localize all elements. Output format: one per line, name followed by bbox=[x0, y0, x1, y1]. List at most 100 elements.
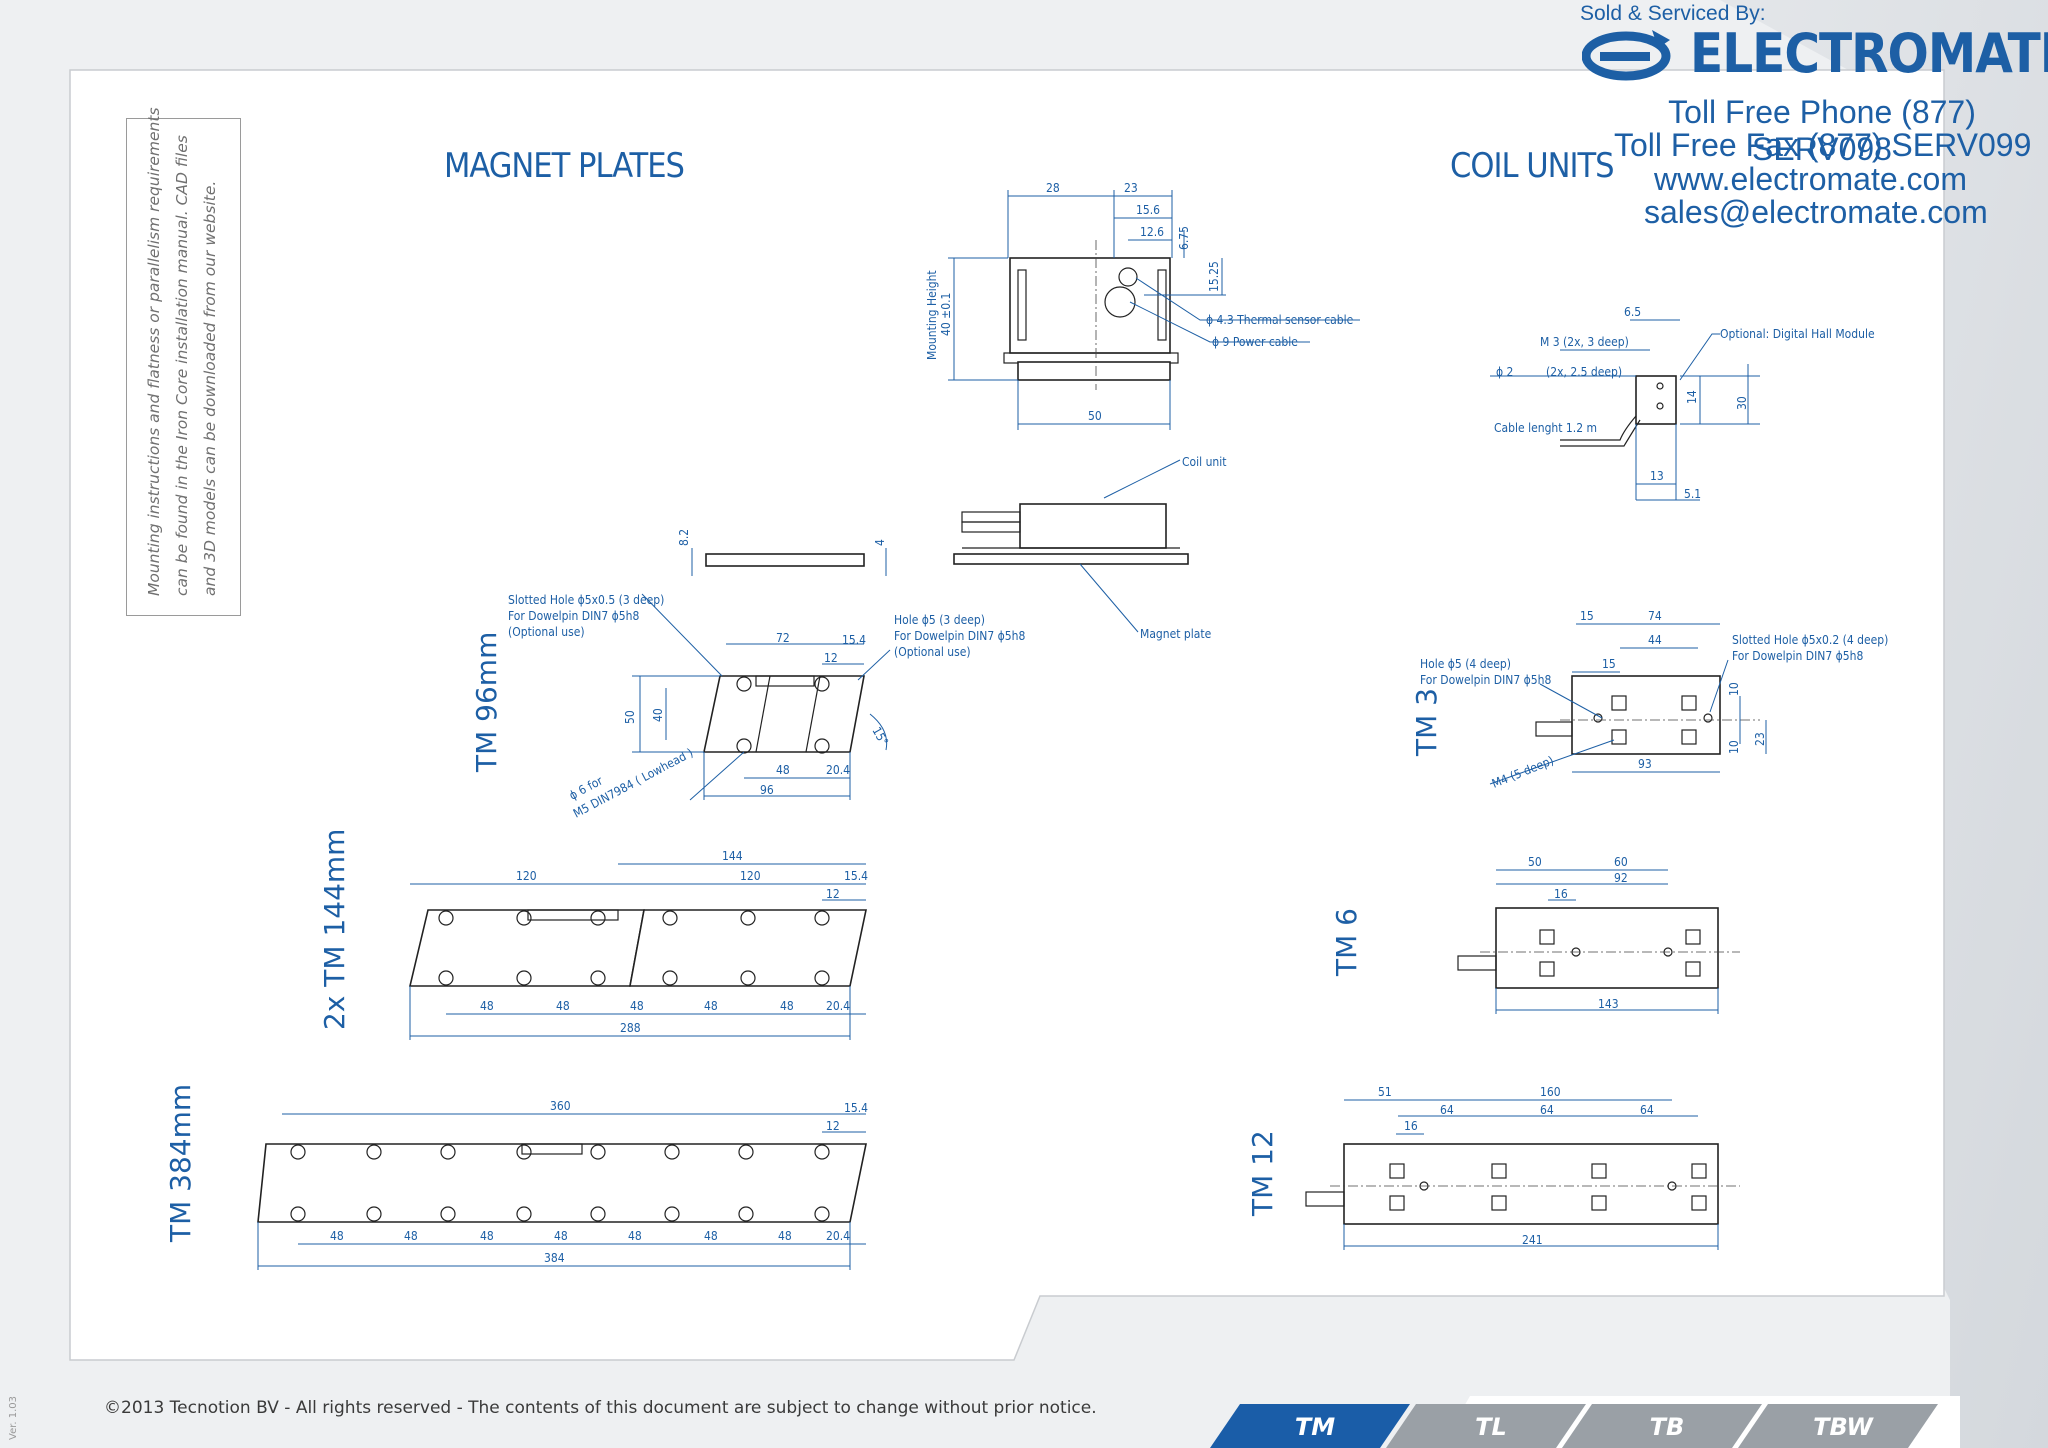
dim-50: 50 bbox=[1088, 409, 1102, 423]
phi2-depth-label: (2x, 2.5 deep) bbox=[1546, 365, 1622, 379]
tm3-hole-label: Hole ϕ5 (4 deep) bbox=[1420, 657, 1511, 671]
website-link[interactable]: www.electromate.com bbox=[1654, 161, 1967, 197]
tm384-dim-360: 360 bbox=[550, 1099, 571, 1113]
tm144-dim-48-3: 48 bbox=[704, 999, 718, 1013]
tm144-dim-120b: 120 bbox=[740, 869, 761, 883]
tm96-dim-96: 96 bbox=[760, 783, 774, 797]
tm96-hole-label: Hole ϕ5 (3 deep) bbox=[894, 613, 985, 627]
tm144-dim-48-1: 48 bbox=[556, 999, 570, 1013]
coil-unit-label: Coil unit bbox=[1182, 455, 1227, 469]
power-cable-label: ϕ 9 Power cable bbox=[1212, 335, 1298, 349]
tm6-dim-50: 50 bbox=[1528, 855, 1542, 869]
tm3-dim-10a: 10 bbox=[1727, 682, 1741, 696]
mounting-height-value: 40 ±0.1 bbox=[939, 293, 953, 336]
tm96-dowel2-label: For Dowelpin DIN7 ϕ5h8 bbox=[894, 629, 1025, 643]
tm384-dim-48-2: 48 bbox=[480, 1229, 494, 1243]
tm384-dim-20-4: 20.4 bbox=[826, 1229, 850, 1243]
dim-12-6: 12.6 bbox=[1140, 225, 1164, 239]
dim-15-6: 15.6 bbox=[1136, 203, 1160, 217]
tm384-dim-384: 384 bbox=[544, 1251, 565, 1265]
magnet-plates-title: MAGNET PLATES bbox=[444, 146, 685, 186]
tab-tm[interactable]: TM bbox=[1294, 1412, 1336, 1441]
coil-units-title: COIL UNITS bbox=[1450, 146, 1615, 186]
dim-15-25: 15.25 bbox=[1207, 261, 1221, 292]
electromate-logo-icon bbox=[1581, 26, 1672, 82]
dim-5-1: 5.1 bbox=[1684, 487, 1701, 501]
tm3-drawing: 15 74 44 15 Hole ϕ5 (4 deep) For Dowelpi… bbox=[1420, 609, 1888, 791]
tm384-dim-48-5: 48 bbox=[704, 1229, 718, 1243]
mounting-height-label: Mounting Height bbox=[925, 270, 939, 360]
tm3-dowel2-label: For Dowelpin DIN7 ϕ5h8 bbox=[1732, 649, 1863, 663]
tm3-dim-44: 44 bbox=[1648, 633, 1662, 647]
tm144-dim-15-4: 15.4 bbox=[844, 869, 868, 883]
tm384-dim-48-3: 48 bbox=[554, 1229, 568, 1243]
dim-6-75: 6.75 bbox=[1177, 226, 1191, 250]
dim-14: 14 bbox=[1685, 390, 1699, 404]
tm144-dim-20-4: 20.4 bbox=[826, 999, 850, 1013]
tm12-dim-51: 51 bbox=[1378, 1085, 1392, 1099]
tm384-dim-48-1: 48 bbox=[404, 1229, 418, 1243]
tm384-dim-48-4: 48 bbox=[628, 1229, 642, 1243]
tm3-dim-74: 74 bbox=[1648, 609, 1662, 623]
version-label: Ver. 1.03 bbox=[8, 1395, 19, 1440]
magnet-plate-label: Magnet plate bbox=[1140, 627, 1212, 641]
tm6-dim-92: 92 bbox=[1614, 871, 1628, 885]
tm384-drawing: 360 15.4 12 48 48 48 48 48 48 48 20.4 38… bbox=[257, 1099, 868, 1270]
cross-section-drawing: 28 23 15.6 12.6 6.75 15.25 Mounting Heig… bbox=[925, 181, 1360, 430]
tm96-dim-72: 72 bbox=[776, 631, 790, 645]
tm3-m4-label: M4 (5 deep) bbox=[1490, 753, 1556, 790]
tm96-dim-15-4: 15.4 bbox=[842, 633, 866, 647]
tm6-dim-143: 143 bbox=[1598, 997, 1619, 1011]
dim-28: 28 bbox=[1046, 181, 1060, 195]
footer-copyright: ©2013 Tecnotion BV - All rights reserved… bbox=[104, 1398, 1097, 1418]
tm144-dim-48-2: 48 bbox=[630, 999, 644, 1013]
tm3-dim-93: 93 bbox=[1638, 757, 1652, 771]
tm96-dim-50: 50 bbox=[623, 710, 637, 724]
dim-4: 4 bbox=[873, 539, 887, 546]
tm96-slotted-label: Slotted Hole ϕ5x0.5 (3 deep) bbox=[508, 593, 664, 607]
tm12-dim-64c: 64 bbox=[1640, 1103, 1654, 1117]
tab-tl[interactable]: TL bbox=[1475, 1412, 1507, 1441]
tab-tbw[interactable]: TBW bbox=[1813, 1412, 1873, 1441]
electromate-brand: ELECTROMATE bbox=[1690, 22, 2048, 85]
tm12-dim-160: 160 bbox=[1540, 1085, 1561, 1099]
sold-by-label: Sold & Serviced By: bbox=[1580, 2, 1766, 25]
tm96-dim-12: 12 bbox=[824, 651, 838, 665]
sales-email-link[interactable]: sales@electromate.com bbox=[1644, 194, 1988, 230]
tm96-drawing: Slotted Hole ϕ5x0.5 (3 deep) For Dowelpi… bbox=[508, 593, 1025, 821]
tm384-dim-48-0: 48 bbox=[330, 1229, 344, 1243]
toll-free-phone: Toll Free Phone (877) SERV098 bbox=[1668, 94, 1976, 167]
tm3-dim-15b: 15 bbox=[1602, 657, 1616, 671]
tm3-dim-10b: 10 bbox=[1727, 740, 1741, 754]
dim-8-2: 8.2 bbox=[677, 529, 691, 546]
tm144-dim-48-4: 48 bbox=[780, 999, 794, 1013]
tm96-angle: 15° bbox=[869, 725, 891, 749]
tm144-dim-48-0: 48 bbox=[480, 999, 494, 1013]
note-box: Mounting instructions and flatness or pa… bbox=[126, 107, 241, 616]
tm384-dim-48-6: 48 bbox=[778, 1229, 792, 1243]
tm96-dim-40: 40 bbox=[651, 708, 665, 722]
tm3-dim-23: 23 bbox=[1753, 732, 1767, 746]
tm144-dim-288: 288 bbox=[620, 1021, 641, 1035]
dim-13: 13 bbox=[1650, 469, 1664, 483]
dim-30: 30 bbox=[1735, 396, 1749, 410]
tab-tb[interactable]: TB bbox=[1649, 1412, 1685, 1441]
toll-free-fax: Toll Free Fax (877) SERV099 bbox=[1614, 127, 2032, 163]
tm3-dim-15a: 15 bbox=[1580, 609, 1594, 623]
tm144-dim-12: 12 bbox=[826, 887, 840, 901]
tm96-dim-48: 48 bbox=[776, 763, 790, 777]
tm12-dim-64a: 64 bbox=[1440, 1103, 1454, 1117]
tm96-dowel-label: For Dowelpin DIN7 ϕ5h8 bbox=[508, 609, 639, 623]
tm3-slotted-label: Slotted Hole ϕ5x0.2 (4 deep) bbox=[1732, 633, 1888, 647]
tm6-dim-16: 16 bbox=[1554, 887, 1568, 901]
tm3-dowel-label: For Dowelpin DIN7 ϕ5h8 bbox=[1420, 673, 1551, 687]
tm144-dim-120a: 120 bbox=[516, 869, 537, 883]
tm384-dim-15-4: 15.4 bbox=[844, 1101, 868, 1115]
tab-bar-shapes bbox=[1210, 1404, 1938, 1448]
m3-label: M 3 (2x, 3 deep) bbox=[1540, 335, 1629, 349]
tm12-dim-16: 16 bbox=[1404, 1119, 1418, 1133]
phi2-label: ϕ 2 bbox=[1496, 365, 1513, 379]
tm144-dim-144: 144 bbox=[722, 849, 743, 863]
assembly-drawing: Coil unit Magnet plate 8.2 4 bbox=[677, 455, 1227, 641]
